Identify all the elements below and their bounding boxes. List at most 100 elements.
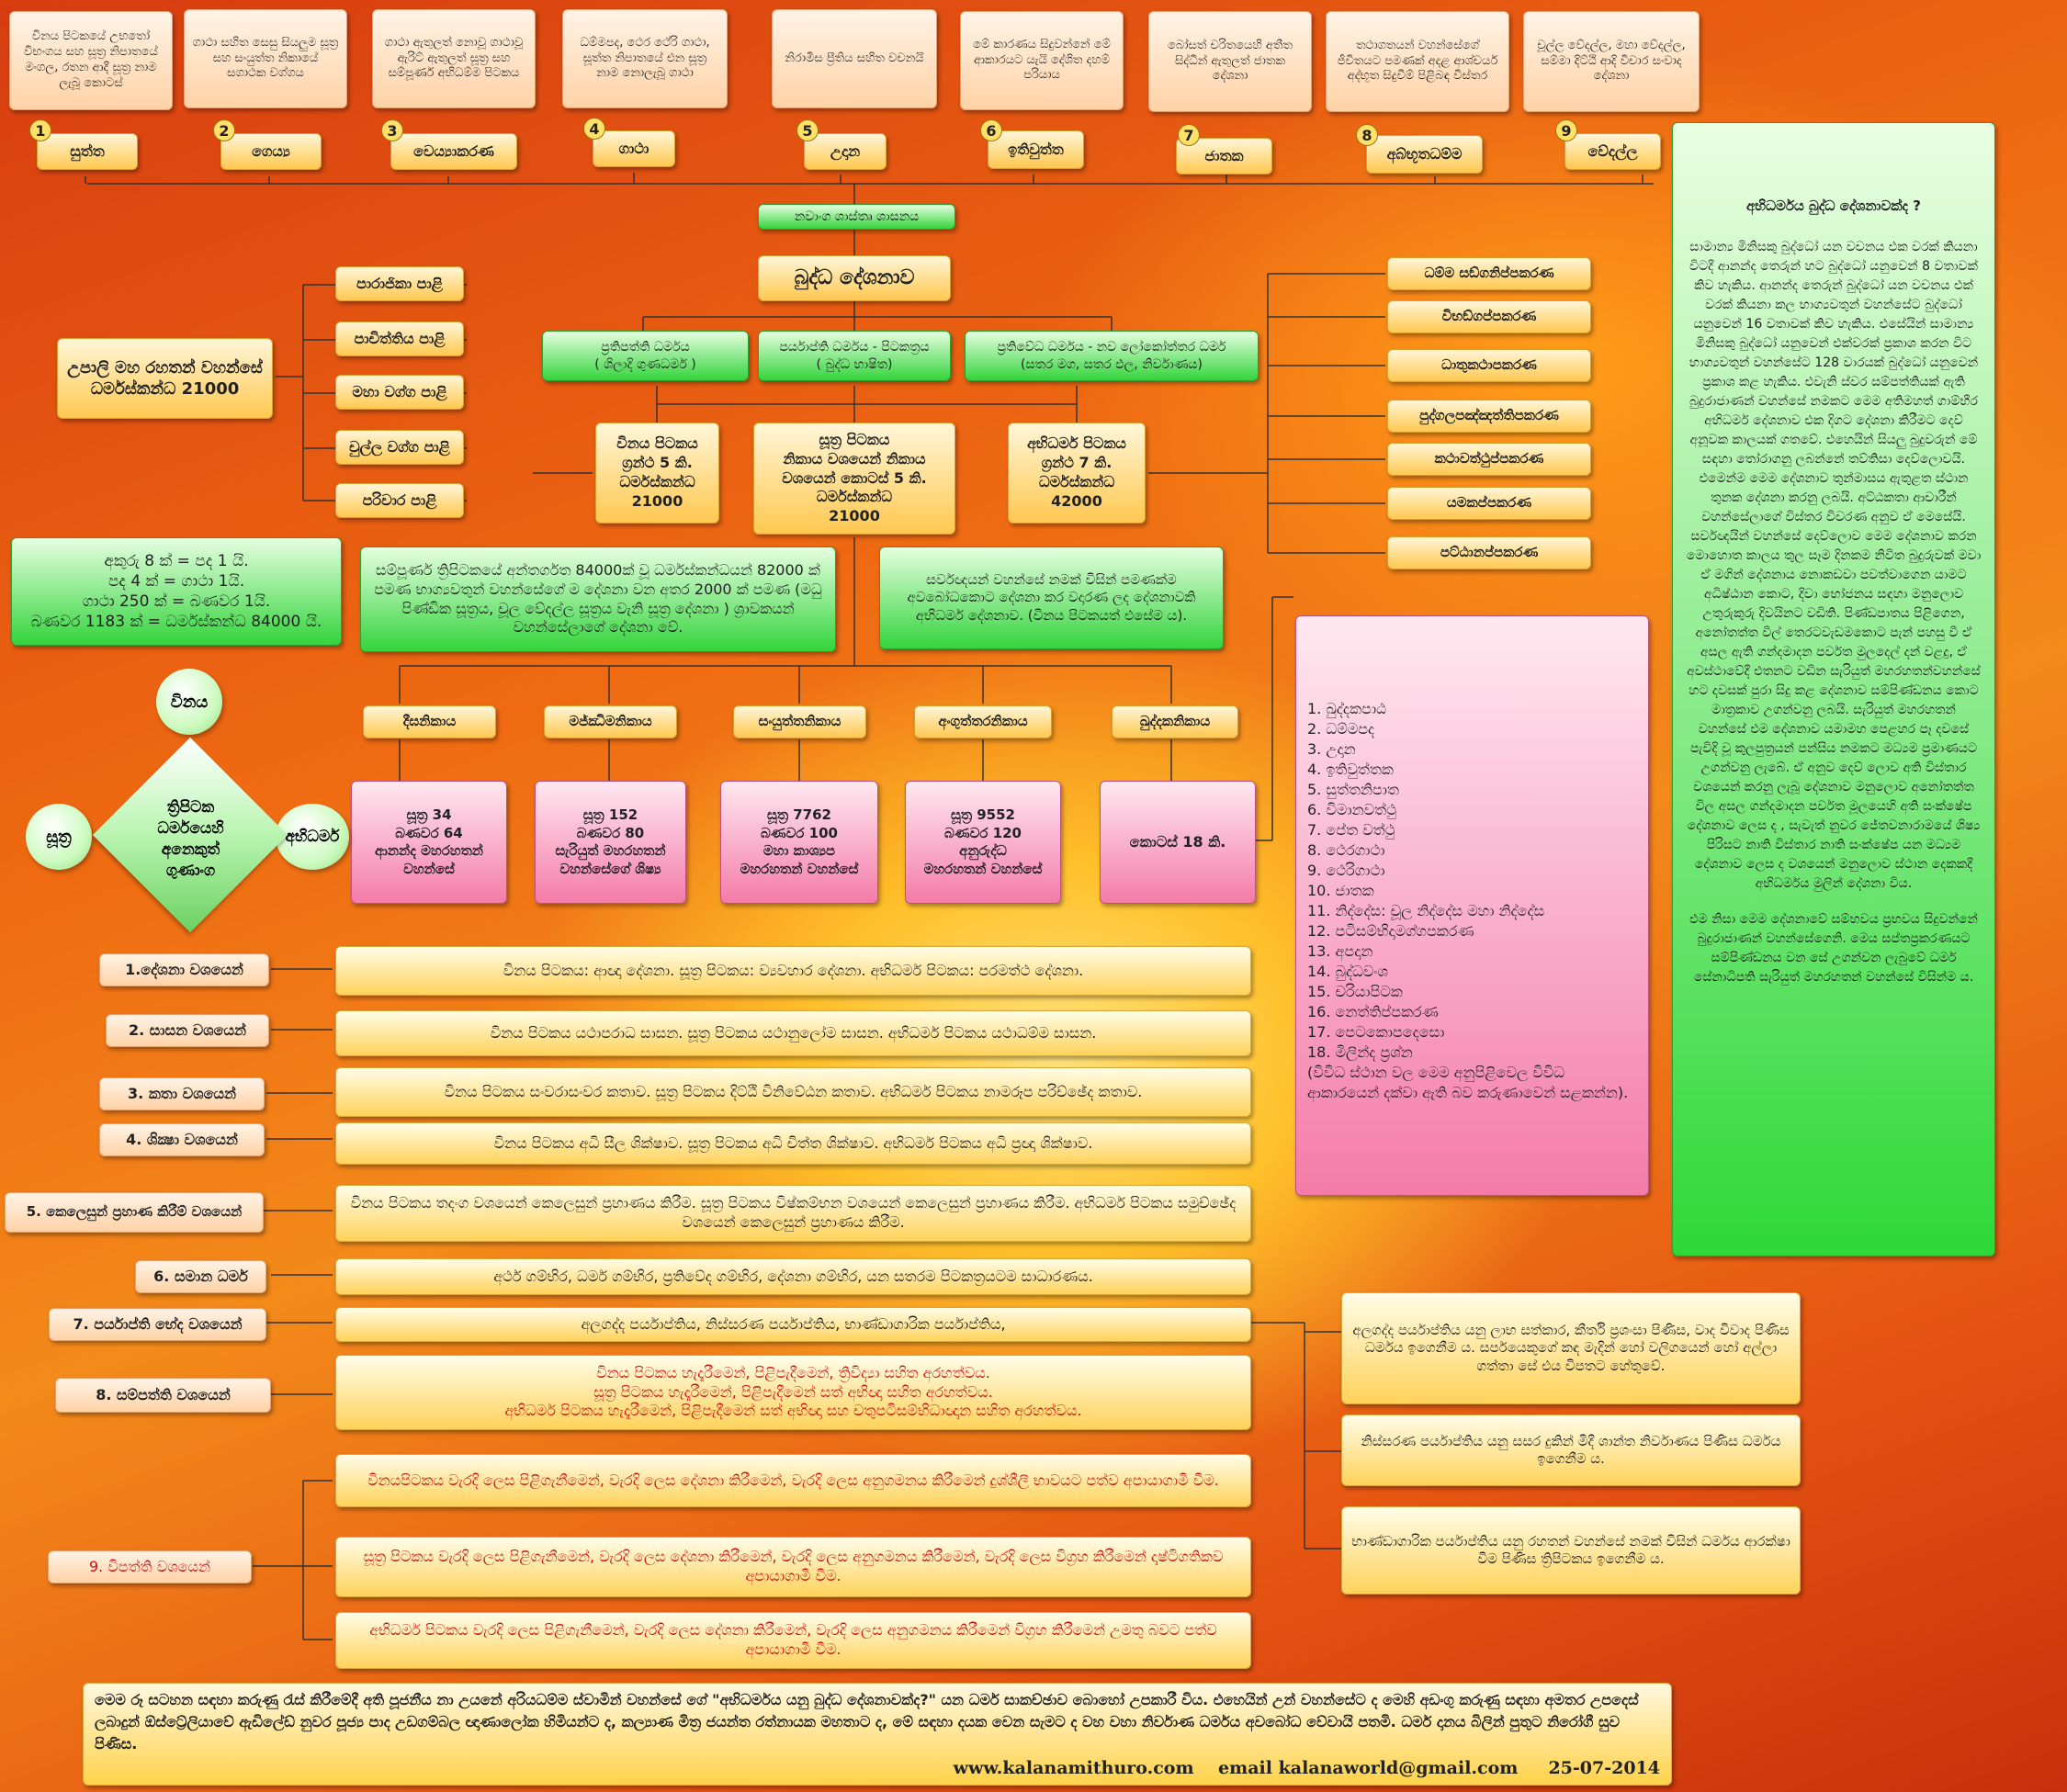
nikaya-detail-1: සූත්‍ර 34 බණවර 64 ආනන්ද මහරහතන් වහන්සේ [351, 781, 507, 904]
pativedha-dhamma: ප්‍රතිවේධ ධර්මය - නව ලෝකෝත්තර ධර්ම (සතර … [965, 331, 1259, 381]
footer-contact: www.kalanamithuro.com email kalanaworld@… [95, 1757, 1660, 1779]
vinaya-book-4: චුල්ල වග්ග පාළි [335, 430, 464, 465]
khuddaka-list-item: 8. ථෙරගාථා [1307, 841, 1385, 859]
anga-description-9: චූල්ල වේදල්ල, මහා වේදල්ල, සම්මා දිට්ඨි ආ… [1523, 11, 1700, 112]
patipatti-dhamma: ප්‍රතිපත්ති ධර්මය ( ශිලාදි ගුණධර්ම ) [542, 331, 749, 381]
anga-number-2: 2 [213, 119, 235, 141]
right-panel: අභිධර්මය බුද්ධ දේශනාවක්ද ? සාමාන්‍ය මිනි… [1672, 122, 1995, 1257]
row-text-8: විනය පිටකය හැදෑරීමෙන්, පිළිපැදීමෙන්, ත්‍… [335, 1355, 1251, 1430]
anga-number-9: 9 [1555, 119, 1577, 141]
pariyatti-dhamma: පර්යාප්ති ධර්මය - පිටකත්‍රය ( බුද්ධ භාෂි… [758, 331, 951, 381]
nikaya-detail-5: කොටස් 18 කි. [1100, 781, 1256, 904]
khuddaka-list-item: 4. ඉතිවුත්තක [1307, 761, 1394, 778]
anga-4: ගාථා [593, 130, 675, 167]
footer-text: මෙම රූ සටහන සඳහා කරුණු රැස් කිරීමේදී අති… [95, 1691, 1639, 1753]
khuddaka-list-item: 16. නෙත්තිප්පකරණ [1307, 1003, 1439, 1020]
anga-9: වේදල්ල [1564, 133, 1661, 170]
vipatti-1: විනයපිටකය වැරදි ලෙස පිළිගැනීමෙන්, වැරදි … [335, 1454, 1251, 1507]
row-label-1: 1.දේශනා වශයෙන් [99, 953, 269, 986]
khuddaka-list-box: 1. ඛුද්දකපාඨ 2. ධම්මපද 3. උදාන 4. ඉතිවුත්තක… [1295, 615, 1649, 1196]
abhidhamma-book-5: කථාවත්ථුප්පකරණ [1387, 443, 1591, 476]
abhidhamma-book-3: ධාතුකථාපකරණ [1387, 349, 1591, 382]
akuru-box: අකුරු 8 ක් = පද 1 යි. පද 4 ක් = ගාථා 1යි… [11, 537, 342, 646]
vipatti-label: 9. විපත්ති වශයෙන් [48, 1550, 252, 1583]
khuddaka-list-item: 1. ඛුද්දකපාඨ [1307, 700, 1386, 717]
anga-1: සුත්ත [37, 133, 138, 170]
sampatti-line-1: විනය පිටකය හැදෑරීමෙන්, පිළිපැදීමෙන්, ත්‍… [596, 1363, 990, 1381]
dhammakkhanda-box: සම්පූර්ණ ත්‍රිපිටකයේ අන්තර්ගත 84000ක් වූ… [360, 547, 836, 652]
nikaya-1: දීඝනිකාය [363, 705, 496, 738]
anga-description-2: ගාථා සහිත සෙසු සියලුම සූත්‍ර සහ සංයුත්ත … [184, 9, 347, 108]
khuddaka-list-item: 7. පේත වත්ථු [1307, 821, 1395, 839]
row-label-6: 6. සමාන ධර්ම [135, 1260, 266, 1293]
pariyatti-bhandagarika: භාණ්ඩාගාරික පර්යාප්තිය යනු රහතන් වහන්සේ … [1341, 1506, 1801, 1595]
vinaya-book-5: පරිවාර පාළි [335, 483, 464, 518]
pariyatti-alagadda: අලගද්ද පර්යාප්තිය යනු ලාභ සත්කාර, කීර්ති… [1341, 1292, 1801, 1404]
anga-description-5: නිරාමිස ප්‍රීතිය සහිත වචනයි [772, 9, 937, 108]
row-label-5: 5. කෙලෙසුන් ප්‍රහාණ කිරීම් වශයෙන් [5, 1192, 264, 1233]
footer-box: මෙම රූ සටහන සඳහා කරුණු රැස් කිරීමේදී අති… [83, 1683, 1672, 1786]
khuddaka-list-item: 15. චරියාපිටක [1307, 983, 1403, 1000]
khuddaka-list-item: 10. ජාතක [1307, 882, 1374, 899]
right-panel-body: සාමාන්‍ය මිනිසකු බුද්ධෝ යන වචනය එක වරක් … [1686, 240, 1982, 891]
anga-description-6: මේ කාරණය සිදුවන්නේ මේ ආකාරයට යැයි දේශිත … [960, 11, 1124, 110]
khuddaka-list-item: 14. බුද්ධවංශ [1307, 963, 1388, 980]
anga-number-6: 6 [980, 119, 1002, 141]
pariyatti-nissarana: නිස්සරණ පර්යාප්තිය යනු සසර දුකින් මිදී ශ… [1341, 1414, 1801, 1486]
khuddaka-list-item: 12. පටිසම්භිදාමග්ගපකරණ [1307, 922, 1474, 940]
anga-6: ඉතිවුත්ත [988, 130, 1084, 169]
footer-website[interactable]: www.kalanamithuro.com [953, 1758, 1194, 1778]
circle-abhidhamma: අභිධර්ම [276, 804, 349, 870]
khuddaka-list-item: 11. නිද්දේස: චූල නිද්දේස මහා නිද්දේස [1307, 902, 1545, 919]
vinaya-pitaka: විනය පිටකය ග්‍රන්ථ 5 කි. ධර්මස්කන්ධ 2100… [595, 423, 719, 524]
anga-description-7: බෝසත් චරිතයෙහි අතීත සිද්ධීන් ඇතුලත් ජාතක… [1148, 11, 1312, 112]
row-text-7: අලගද්ද පර්යාප්තිය, නිස්සරණ පර්යාප්තිය, භ… [335, 1307, 1251, 1342]
sampatti-line-2: සූත්‍ර පිටකය හැදෑරීමෙන්, පිළිපැදීමෙන් සත… [593, 1382, 993, 1401]
khuddaka-list-item: 2. ධම්මපද [1307, 720, 1375, 738]
anga-8: අබ්භූතධම්ම [1366, 135, 1483, 174]
vipatti-3: අභිධර්ම පිටකය වැරදි ලෙස පිළිගැනීමෙන්, වැ… [335, 1612, 1251, 1669]
khuddaka-list-item: 3. උදාන [1307, 740, 1356, 758]
row-label-4: 4. ශික්‍ෂා වශයෙන් [99, 1123, 265, 1156]
anga-2: ගෙය්‍ය [220, 133, 322, 170]
row-text-3: විනය පිටකය සංවරාසංවර කතාව. සූත්‍ර පිටකය … [335, 1067, 1251, 1117]
anga-3: වෙය්‍යාකරණ [390, 133, 517, 170]
row-label-7: 7. පර්යාප්ති භේද වශයෙන් [49, 1308, 266, 1341]
khuddaka-list-item: 9. ථෙරිගාථා [1307, 862, 1385, 879]
khuddaka-list-item: 13. අපදාන [1307, 942, 1373, 960]
abhidhamma-book-7: පට්ඨානප්පකරණ [1387, 536, 1591, 569]
row-label-2: 2. සාසන වශයෙන් [106, 1014, 269, 1047]
navanga-title: නවාංග ශාස්තෘ ශාසනය [758, 204, 955, 230]
anga-number-4: 4 [583, 118, 605, 140]
row-text-6: අර්ථ ගම්භිර, ධර්ම ගම්භිර, ප්‍රතිවේද ගම්භ… [335, 1258, 1251, 1295]
row-text-5: විනය පිටකය තදංග වශයෙන් කෙලෙසුන් ප්‍රහාණය… [335, 1185, 1251, 1242]
anga-description-3: ගාථා ඇතුලත් නොවූ ගාථාවූ ඇරිට් ඇතුලත් සූත… [372, 9, 536, 108]
footer-email[interactable]: email kalanaworld@gmail.com [1218, 1758, 1519, 1778]
anga-number-3: 3 [381, 119, 403, 141]
anga-description-8: තථාගතයන් වහන්සේගේ ජීවිතයට පමණක් අදළ ආශ්ච… [1326, 11, 1509, 112]
nikaya-4: අංගුත්තරනිකාය [914, 705, 1052, 738]
vipatti-2: සූත්‍ර පිටකය වැරදි ලෙස පිළිගැනීමෙන්, වැර… [335, 1537, 1251, 1597]
qualities-diamond-text: ත්‍රිපිටක ධර්මයෙහි අනෙකුත් ගුණාංග [157, 798, 224, 880]
anga-description-4: ධම්මපද, ථෙර ථේරි ගාථා, සූත්ත නිපාතයේ එන … [562, 9, 728, 108]
circle-sutta: සූත්‍ර [26, 804, 92, 870]
nikaya-detail-2: සූත්‍ර 152 බණවර 80 සැරියුත් මහරහතන් වහන්… [535, 781, 686, 904]
nikaya-5: ඛුද්දකනිකාය [1112, 705, 1238, 738]
anga-number-5: 5 [796, 119, 819, 141]
khuddaka-list-item: 17. පෙටකොපදෙසො [1307, 1023, 1445, 1041]
sarvagna-box: සර්වඥයන් වහන්සේ නමක් විසින් පමණක්ම අවබෝධ… [879, 547, 1224, 649]
nikaya-detail-3: සූත්‍ර 7762 බණවර 100 මහා කාශ්‍යප මහරහතන්… [720, 781, 878, 904]
anga-number-7: 7 [1178, 124, 1200, 146]
khuddaka-list-item: 5. සුත්තනිපාත [1307, 781, 1399, 798]
anga-number-8: 8 [1356, 124, 1378, 146]
khuddaka-list-item: 6. විමානවත්ථු [1307, 801, 1396, 818]
anga-number-1: 1 [29, 119, 51, 141]
upali-box: උපාලි මහ රහතන් වහන්සේ ධර්මස්කන්ධ 21000 [57, 338, 273, 419]
abhidhamma-pitaka: අභිධර්ම පිටකය ග්‍රන්ථ 7 කි. ධර්මස්කන්ධ 4… [1008, 423, 1146, 524]
abhidhamma-book-2: විභඞ්ගප්පකරණ [1387, 300, 1591, 333]
vinaya-book-1: පාරාජිකා පාළි [335, 266, 464, 301]
sutta-pitaka: සූත්‍ර පිටකය නිකාය වශයෙන් නිකාය වශයෙන් ක… [753, 423, 955, 535]
footer-date: 25-07-2014 [1548, 1758, 1660, 1778]
anga-description-1: විනය පිටකයේ උභතෝ විභංගය සහ සූත්‍ර නිපාතය… [9, 11, 173, 110]
main-title: බුද්ධ දේශනාව [758, 255, 951, 301]
